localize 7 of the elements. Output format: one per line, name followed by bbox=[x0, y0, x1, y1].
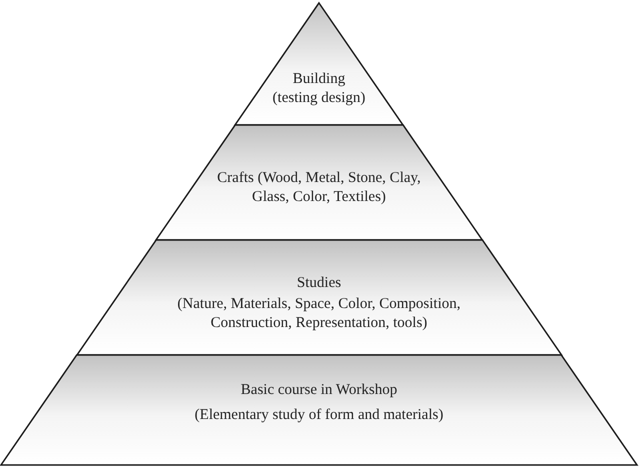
tier-heading: Basic course in Workshop bbox=[240, 381, 398, 400]
tier-text: (Elementary study of form and materials) bbox=[194, 406, 444, 425]
tier-text: (testing design) bbox=[272, 89, 366, 108]
tier-heading: Building bbox=[292, 70, 346, 89]
tier-text: Crafts (Wood, Metal, Stone, Clay, Glass, Color, Textiles) bbox=[216, 169, 422, 207]
tier-text: (Nature, Materials, Space, Color, Composition, Construction, Representation, tools) bbox=[176, 295, 462, 333]
tier-heading: Studies bbox=[296, 274, 342, 293]
